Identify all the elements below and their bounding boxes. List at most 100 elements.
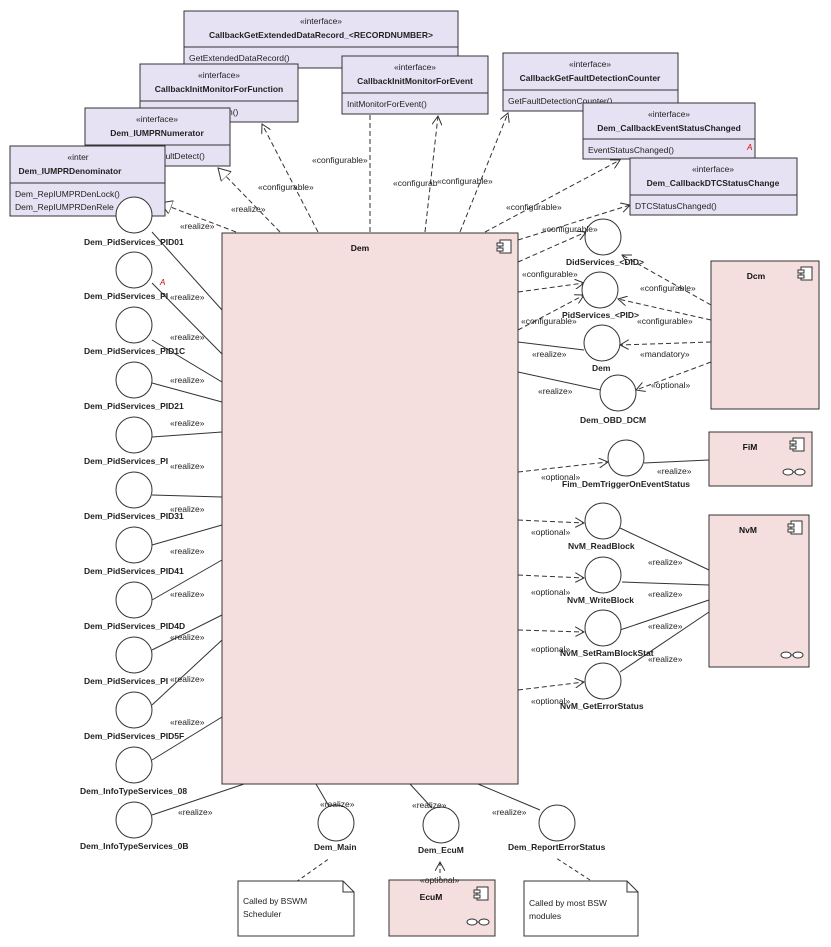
realize-pid41 bbox=[151, 524, 223, 546]
realize-pid01 bbox=[151, 231, 223, 311]
interface-cb-status[interactable]: «interface» Dem_CallbackEventStatusChang… bbox=[582, 102, 756, 160]
realize-pid2 bbox=[151, 282, 223, 355]
port-circle[interactable] bbox=[317, 804, 355, 842]
label-realize: «realize» bbox=[320, 799, 355, 809]
operation: Dem_RepIUMPRDenRele bbox=[15, 202, 114, 212]
subsystem-icon bbox=[466, 918, 490, 926]
port-circle[interactable] bbox=[581, 271, 619, 309]
label-realize: «realize» bbox=[178, 807, 213, 817]
component-fim[interactable]: FiM bbox=[708, 431, 813, 487]
port-circle[interactable] bbox=[583, 324, 621, 362]
component-name: Dcm bbox=[747, 271, 766, 281]
bottom-ports: Dem_Main Dem_EcuM Dem_ReportErrorStatus bbox=[314, 804, 606, 855]
label-configurable: «configurable» bbox=[542, 224, 598, 234]
dep-dcm-dem bbox=[620, 342, 712, 345]
realize-to-iumpr-num bbox=[218, 168, 281, 233]
operation: Dem_RepIUMPRDenLock() bbox=[15, 189, 120, 199]
port-circle[interactable] bbox=[115, 251, 153, 289]
component-icon bbox=[797, 266, 813, 281]
port-circle[interactable] bbox=[115, 581, 153, 619]
label-configurable: «configurable» bbox=[522, 269, 578, 279]
label-realize: «realize» bbox=[170, 674, 205, 684]
stereotype: «interface» bbox=[394, 62, 436, 72]
port-label: NvM_WriteBlock bbox=[567, 595, 634, 605]
interface-box bbox=[582, 102, 756, 160]
dep-to-cb-fdc bbox=[459, 113, 508, 233]
interface-name: Dem_CallbackDTCStatusChange bbox=[647, 178, 780, 188]
port-circle[interactable] bbox=[115, 471, 153, 509]
left-ports: Dem_PidServices_PID01 Dem_PidServices_PI… bbox=[80, 196, 189, 851]
port-circle[interactable] bbox=[115, 416, 153, 454]
label-realize: «realize» bbox=[648, 589, 683, 599]
dep-dem-pid bbox=[517, 283, 584, 293]
realize-pid5f bbox=[151, 639, 223, 706]
port-circle[interactable] bbox=[115, 691, 153, 729]
label-optional: «optional» bbox=[420, 875, 460, 885]
port-label: PidServices_<PID> bbox=[562, 310, 639, 320]
label-configurable: «configurable» bbox=[640, 283, 696, 293]
label-realize: «realize» bbox=[170, 418, 205, 428]
interface-cb-fdc[interactable]: «interface» CallbackGetFaultDetectionCou… bbox=[502, 52, 679, 112]
label-configurable: «configurable» bbox=[258, 182, 314, 192]
interface-box bbox=[502, 52, 679, 112]
note-text: Called by most BSW bbox=[529, 898, 607, 908]
label-realize: «realize» bbox=[170, 461, 205, 471]
note-text: Scheduler bbox=[243, 909, 281, 919]
port-circle[interactable] bbox=[115, 801, 153, 839]
port-label: Dem_OBD_DCM bbox=[580, 415, 646, 425]
interface-name: CallbackGetExtendedDataRecord_<RECORDNUM… bbox=[209, 30, 433, 40]
realize-pid1c bbox=[151, 339, 223, 383]
port-circle[interactable] bbox=[115, 306, 153, 344]
note-link-main bbox=[295, 857, 331, 883]
port-circle[interactable] bbox=[584, 609, 622, 647]
realize-nvm-read bbox=[619, 527, 710, 571]
interface-name: Dem_CallbackEventStatusChanged bbox=[597, 123, 741, 133]
component-icon bbox=[473, 886, 489, 901]
port-circle[interactable] bbox=[115, 196, 153, 234]
label-configurable: «configurable» bbox=[506, 202, 562, 212]
connector-labels: «configurable» «configurable» «configura… bbox=[170, 155, 696, 885]
label-realize: «realize» bbox=[170, 546, 205, 556]
component-dcm[interactable]: Dcm bbox=[710, 260, 820, 410]
port-circle[interactable] bbox=[422, 806, 460, 844]
interface-cb-dtc[interactable]: «interface» Dem_CallbackDTCStatusChange … bbox=[629, 157, 798, 216]
interfaces: «interface» CallbackGetExtendedDataRecor… bbox=[9, 10, 798, 217]
realize-nvm-err bbox=[619, 611, 710, 673]
port-label: Dem_PidServices_PI bbox=[84, 456, 168, 466]
port-circle[interactable] bbox=[584, 218, 622, 256]
port-label: NvM_ReadBlock bbox=[568, 541, 635, 551]
label-realize: «realize» bbox=[170, 332, 205, 342]
port-circle[interactable] bbox=[599, 374, 637, 412]
realize-main bbox=[315, 783, 331, 809]
port-circle[interactable] bbox=[584, 556, 622, 594]
note-bswm[interactable]: Called by BSWM Scheduler bbox=[237, 880, 355, 937]
label-realize: «realize» bbox=[538, 386, 573, 396]
realize-pid21 bbox=[151, 382, 223, 403]
stereotype: «interface» bbox=[136, 114, 178, 124]
port-circle[interactable] bbox=[584, 502, 622, 540]
operation: GetFaultDetectionCounter() bbox=[508, 96, 613, 106]
label-optional: «optional» bbox=[531, 696, 571, 706]
port-label: DidServices_<DID> bbox=[566, 257, 644, 267]
component-icon bbox=[496, 239, 512, 254]
operation: InitMonitorForEvent() bbox=[347, 99, 427, 109]
operation: GetExtendedDataRecord() bbox=[189, 53, 290, 63]
note-bsw[interactable]: Called by most BSW modules bbox=[523, 880, 639, 937]
port-label: Fim_DemTriggerOnEventStatus bbox=[562, 479, 690, 489]
component-nvm[interactable]: NvM bbox=[708, 514, 810, 668]
port-circle[interactable] bbox=[115, 361, 153, 399]
port-circle[interactable] bbox=[607, 439, 645, 477]
port-circle[interactable] bbox=[115, 636, 153, 674]
realize-pid9 bbox=[151, 614, 223, 651]
interface-box bbox=[629, 157, 798, 216]
label-optional: «optional» bbox=[531, 644, 571, 654]
component-dem[interactable]: Dem bbox=[221, 232, 519, 785]
components: Dem Dcm FiM bbox=[221, 232, 820, 937]
port-label: Dem_PidServices_PID1C bbox=[84, 346, 185, 356]
port-circle[interactable] bbox=[538, 804, 576, 842]
component-ecum[interactable]: EcuM bbox=[388, 879, 496, 937]
port-circle[interactable] bbox=[115, 746, 153, 784]
port-circle[interactable] bbox=[584, 662, 622, 700]
port-circle[interactable] bbox=[115, 526, 153, 564]
interface-cb-initevent[interactable]: «interface» CallbackInitMonitorForEvent … bbox=[341, 55, 489, 115]
